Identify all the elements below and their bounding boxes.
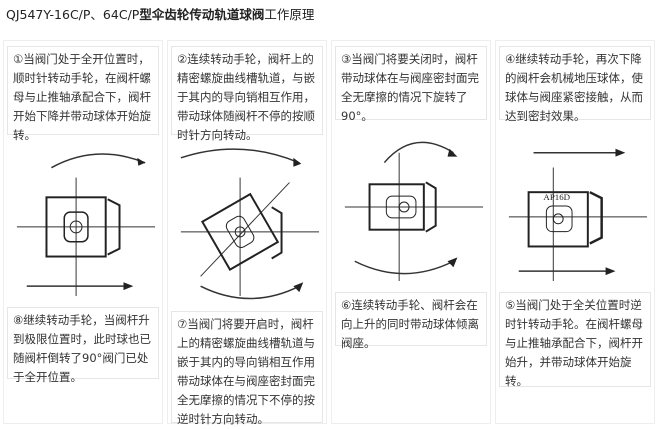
- step-5-text: ⑤当阀门处于全关位置时逆时针转动手轮。在阀杆螺母与止推轴承配合下，阀杆开始升，并…: [499, 292, 651, 388]
- column-4: ④继续转动手轮，再次下降的阀杆会机械地压球体，使球体与阀座紧密接触，从而达到密封…: [495, 40, 655, 424]
- step-8-text: ⑧继续转动手轮，当阀杆升到极限位置时，此时球也已随阀杆倒转了90°阀门已处于全开…: [7, 307, 159, 384]
- step-6-text: ⑥连续转动手轮、阀杆会在向上升的同时带动球体倾离阀座。: [335, 292, 487, 350]
- step-4-text: ④继续转动手轮，再次下降的阀杆会机械地压球体，使球体与阀座紧密接触，从而达到密封…: [499, 46, 651, 123]
- title-bold: 型伞齿轮传动轨道球阀: [139, 7, 265, 22]
- step-3-text: ③当阀门将要关闭时，阀杆带动球体在与阀座密封面完全无摩擦的情况下旋转了90°。: [335, 46, 487, 123]
- column-3: ③当阀门将要关闭时，阀杆带动球体在与阀座密封面完全无摩擦的情况下旋转了90°。 …: [331, 40, 491, 424]
- page-title: QJ547Y-16C/P、64C/P型伞齿轮传动轨道球阀工作原理: [6, 4, 314, 23]
- diagram-label: AP16D: [543, 192, 570, 202]
- step-4-diagram: AP16D: [499, 122, 651, 290]
- title-suffix: 工作原理: [264, 7, 315, 22]
- step-2-text: ②连续转动手轮，阀杆上的精密螺旋曲线槽轨道，与嵌于其内的导向销相互作用，带动球体…: [171, 46, 323, 142]
- step-3-diagram: [335, 122, 487, 290]
- column-2: ②连续转动手轮，阀杆上的精密螺旋曲线槽轨道，与嵌于其内的导向销相互作用，带动球体…: [167, 40, 327, 426]
- title-model: QJ547Y-16C/P、64C/P: [6, 7, 140, 22]
- step-1-text: ①当阀门处于全开位置时，顺时针转动手轮，在阀杆螺母与止推轴承配合下，阀杆开始下降…: [7, 46, 159, 142]
- step-1-diagram: [7, 137, 159, 305]
- column-1: ①当阀门处于全开位置时，顺时针转动手轮，在阀杆螺母与止推轴承配合下，阀杆开始下降…: [3, 40, 163, 424]
- step-2-diagram: [171, 137, 323, 309]
- step-7-text: ⑦当阀门将要开启时，阀杆上的精密螺旋曲线槽轨道与嵌于其内的导向销相互作用带动球体…: [171, 311, 323, 426]
